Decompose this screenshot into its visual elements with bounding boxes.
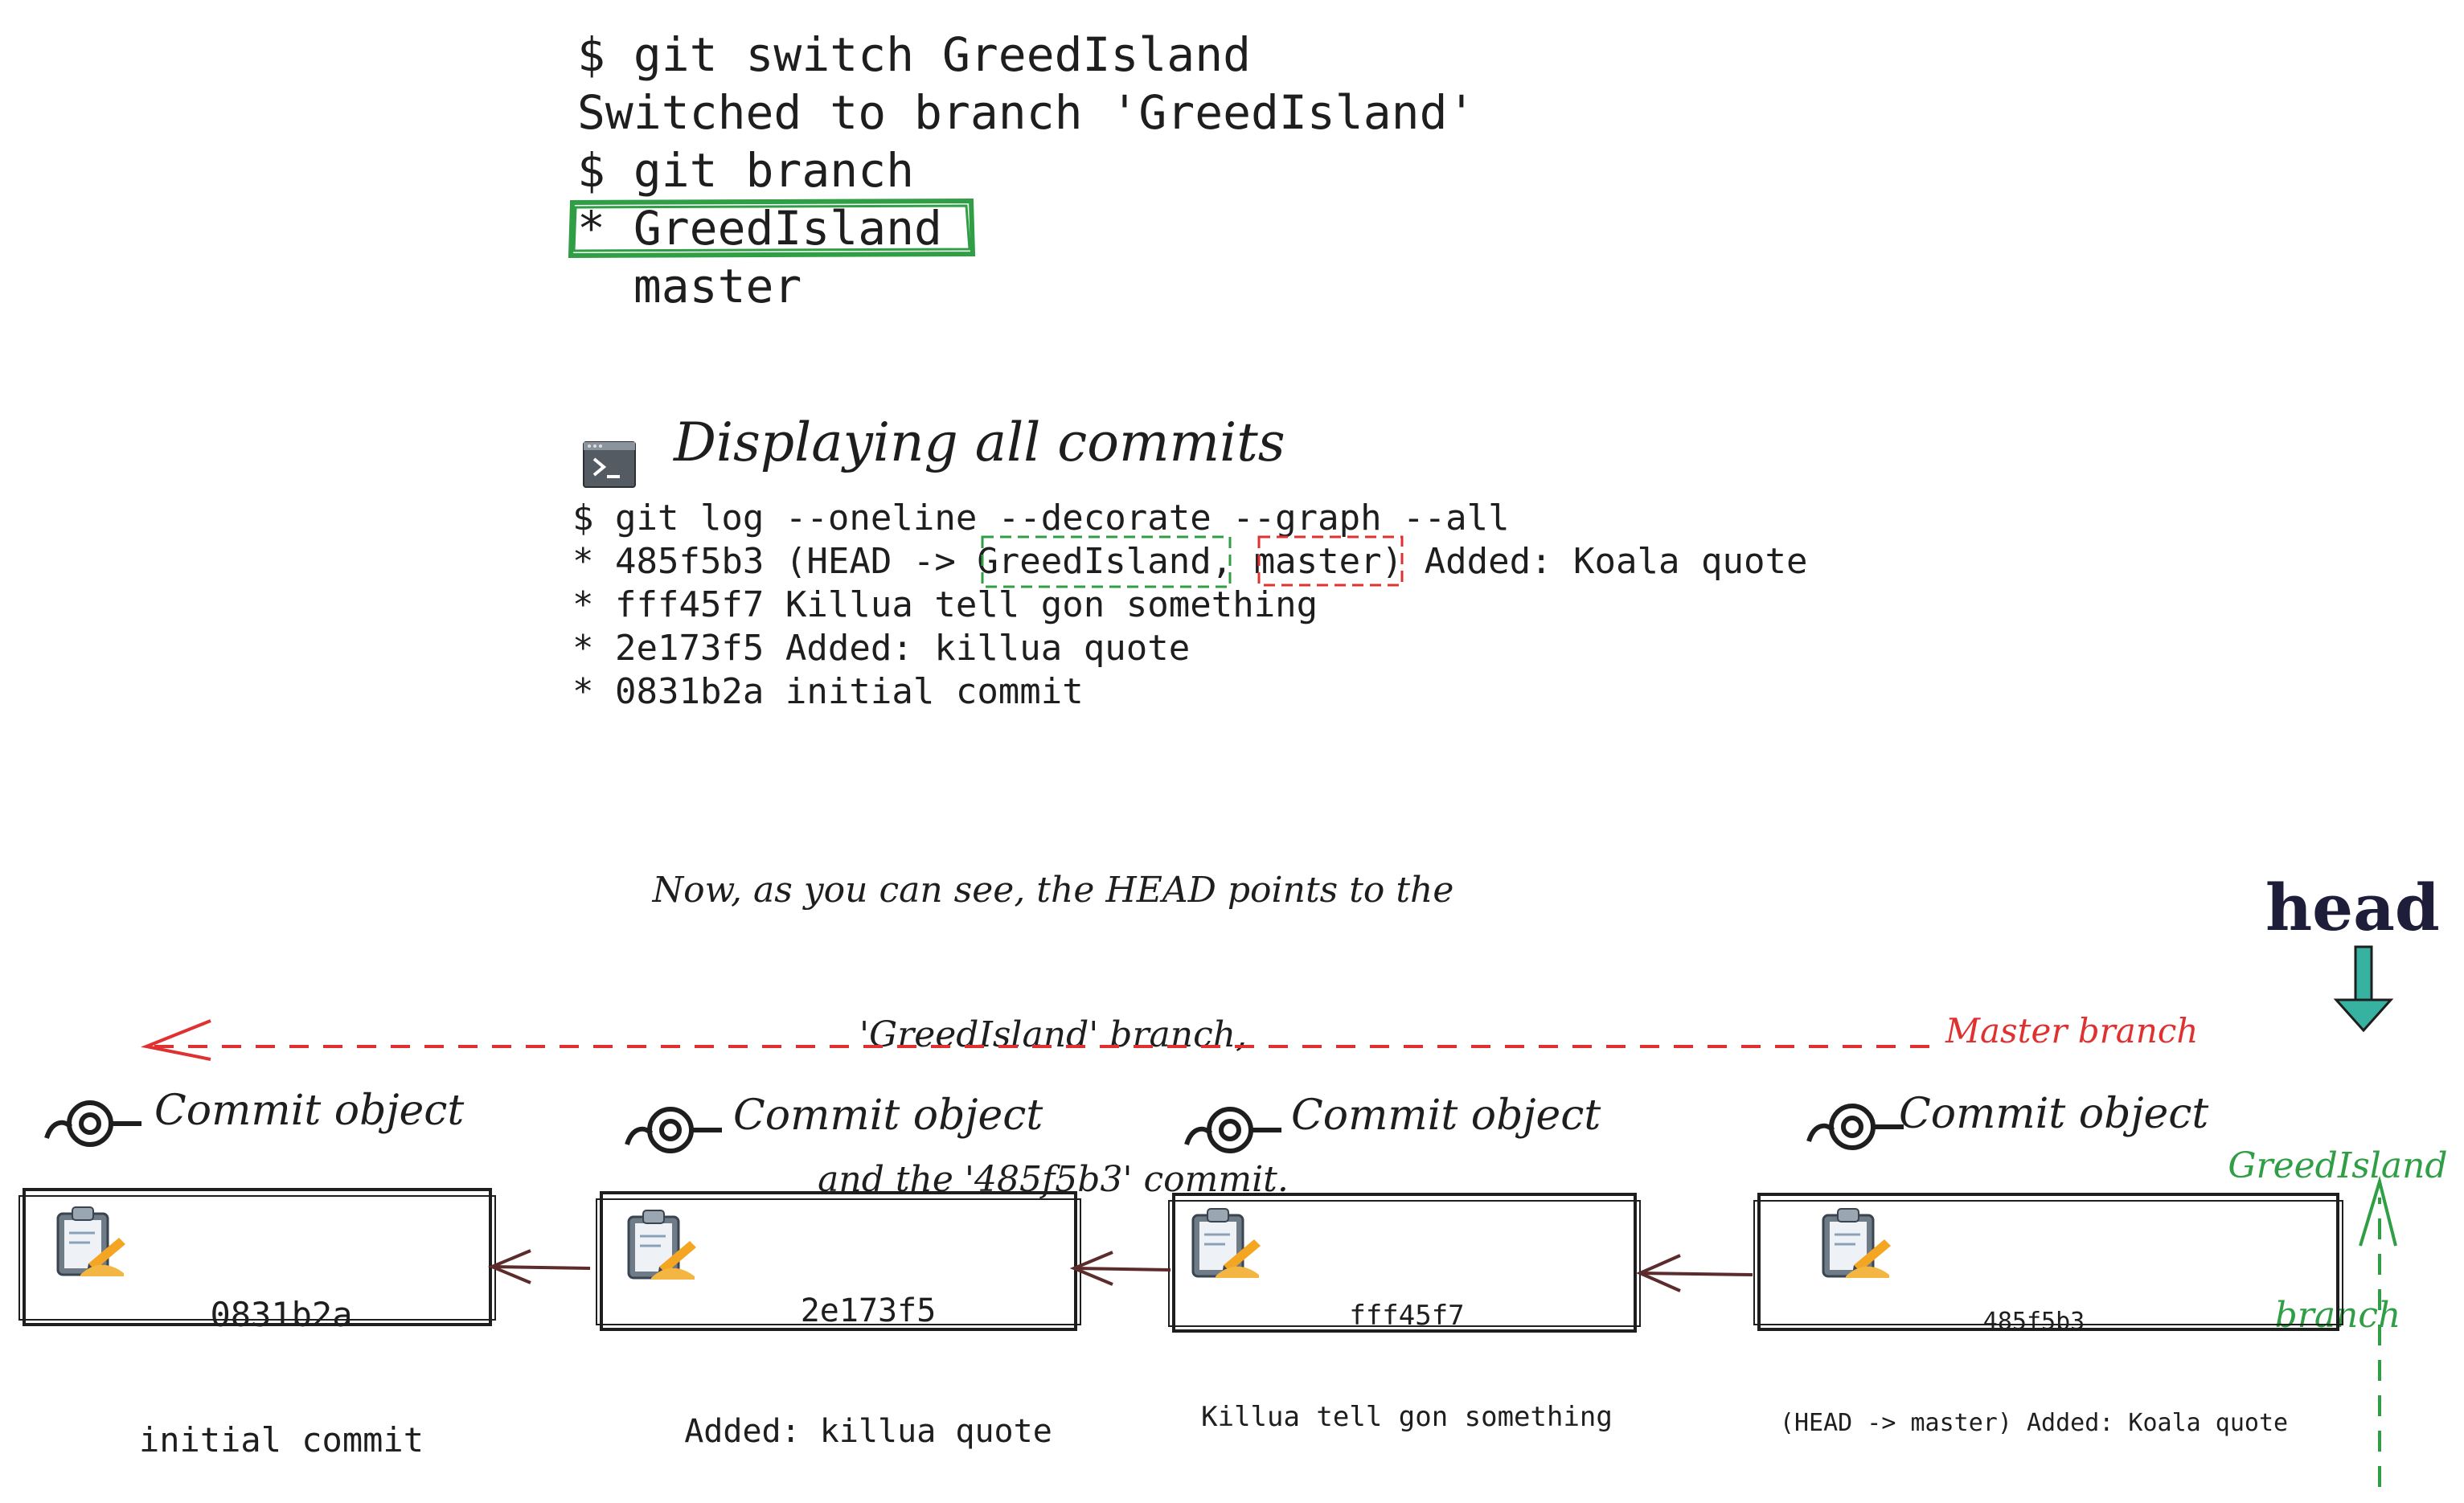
parent-arrow <box>1636 1254 1753 1292</box>
current-branch-highlight <box>568 198 976 259</box>
head-arrow <box>2333 945 2394 1033</box>
terminal-line: Switched to branch 'GreedIsland' <box>577 85 1476 140</box>
master-branch-arrow <box>141 1019 1929 1061</box>
commit-box-text: 485f5b3 (HEAD -> master) Added: Koala qu… <box>1753 1238 2315 1474</box>
clipboard-icon <box>1191 1207 1262 1280</box>
explanation-note: Now, as you can see, the HEAD points to … <box>531 770 1576 1252</box>
note-line: 'GreedIsland' branch, <box>859 1014 1248 1055</box>
git-log-line: * 485f5b3 (HEAD -> GreedIsland, master) … <box>572 541 1808 582</box>
git-log-command: $ git log --oneline --decorate --graph -… <box>572 498 1510 539</box>
greedisland-branch-label-line: GreedIsland <box>2228 1145 2448 1186</box>
commit-hash: 2e173f5 <box>800 1292 937 1329</box>
commit-title: Commit object <box>154 1087 465 1135</box>
commit-hash: 0831b2a <box>210 1295 353 1334</box>
master-ref-highlight <box>1257 535 1404 587</box>
parent-arrow <box>487 1249 591 1284</box>
note-line: Now, as you can see, the HEAD points to … <box>652 870 1454 911</box>
commit-title: Commit object <box>733 1091 1043 1140</box>
section-title: Displaying all commits <box>674 412 1285 473</box>
commit-title: Commit object <box>1899 1090 2209 1138</box>
terminal-icon <box>568 426 637 488</box>
commit-title: Commit object <box>1291 1091 1601 1140</box>
master-branch-label: Master branch <box>1945 1011 2199 1050</box>
commit-message: initial commit <box>138 1420 424 1460</box>
git-log-line: * 2e173f5 Added: killua quote <box>572 628 1191 669</box>
commit-object-icon <box>1187 1109 1281 1151</box>
greedisland-ref-highlight <box>981 535 1232 588</box>
commit-hash: 485f5b3 <box>1982 1308 2085 1336</box>
commit-box <box>1753 1193 2343 1331</box>
commit-object-icon <box>47 1103 141 1145</box>
commit-object-icon <box>627 1109 722 1151</box>
clipboard-icon <box>627 1209 698 1281</box>
commit-message: (HEAD -> master) Added: Koala quote <box>1779 1409 2289 1437</box>
terminal-line: $ git branch <box>577 143 915 198</box>
clipboard-icon <box>1822 1207 1892 1280</box>
head-label: head <box>2265 870 2440 945</box>
commit-message: Killua tell gon something <box>1201 1401 1613 1433</box>
git-log-line: * fff45f7 Killua tell gon something <box>572 584 1318 625</box>
parent-arrow <box>1069 1251 1171 1286</box>
terminal-line-current-branch: * GreedIsland <box>577 201 942 256</box>
commit-object-icon <box>1809 1106 1904 1148</box>
greedisland-branch-arrow <box>2359 1175 2397 1487</box>
commit-box <box>1168 1193 1641 1333</box>
clipboard-icon <box>56 1206 127 1278</box>
terminal-line: $ git switch GreedIsland <box>577 27 1252 82</box>
terminal-line: master <box>577 259 802 313</box>
commit-box-text: 2e173f5 Added: killua quote <box>675 1210 1061 1492</box>
git-log-line: * 0831b2a initial commit <box>572 671 1084 712</box>
commit-box <box>596 1191 1081 1331</box>
commit-box-text: 0831b2a initial commit <box>129 1210 434 1503</box>
commit-box <box>18 1188 496 1326</box>
commit-message: Added: killua quote <box>684 1413 1052 1450</box>
